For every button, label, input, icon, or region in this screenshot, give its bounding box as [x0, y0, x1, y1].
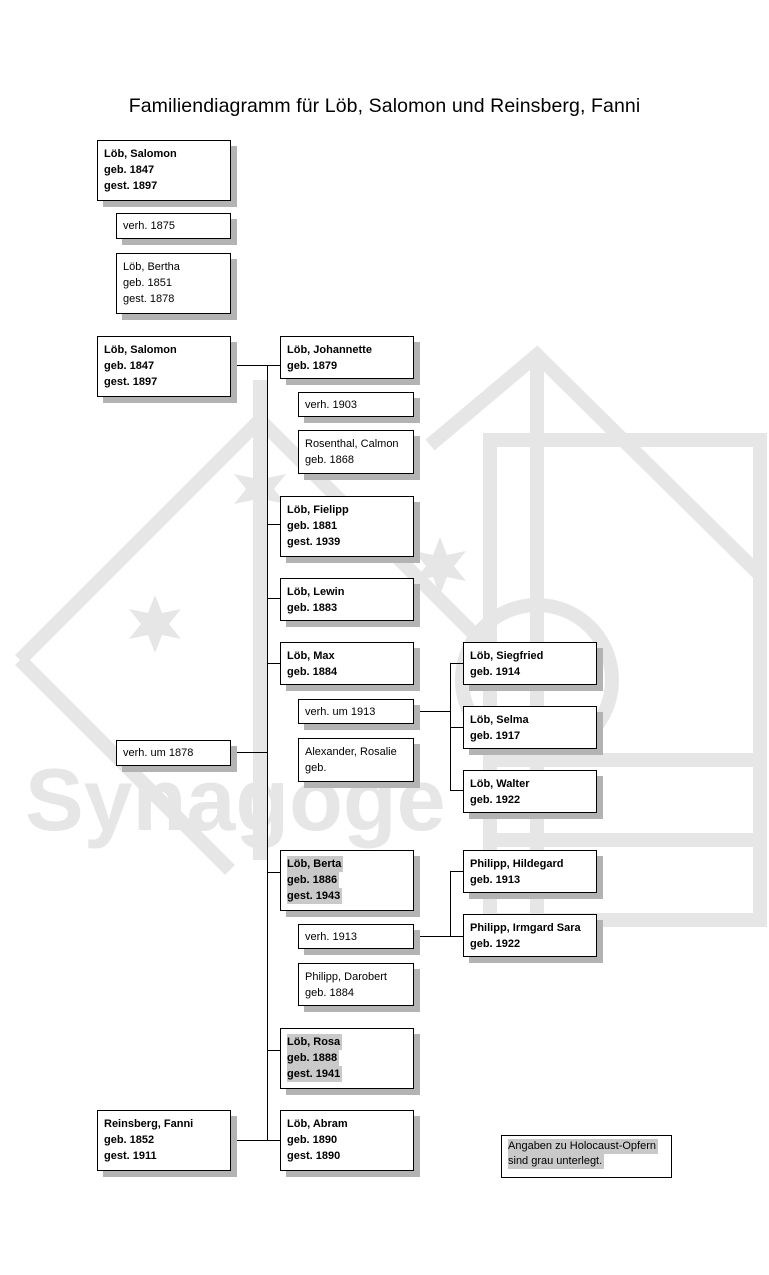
grandchild-box-walter: Löb, Walter geb. 1922	[463, 770, 597, 813]
child-box-fielipp: Löb, Fielipp geb. 1881 gest. 1939	[280, 496, 414, 557]
marriage-box-1875: verh. 1875	[116, 213, 231, 239]
person-name: Philipp, Hildegard	[470, 858, 564, 870]
grandchild-box-siegfried: Löb, Siegfried geb. 1914	[463, 642, 597, 685]
person-death: gest. 1941	[287, 1066, 343, 1082]
grandchild-box-hildegard: Philipp, Hildegard geb. 1913	[463, 850, 597, 893]
person-death: gest. 1890	[287, 1150, 341, 1162]
person-name: Löb, Abram	[287, 1118, 348, 1130]
person-name: Löb, Walter	[470, 778, 530, 790]
person-name: Löb, Berta	[287, 856, 344, 872]
person-death: gest. 1939	[287, 536, 341, 548]
person-birth: geb.	[305, 762, 327, 774]
person-birth: geb. 1868	[305, 454, 354, 466]
person-birth: geb. 1852	[104, 1134, 155, 1146]
person-birth: geb. 1851	[123, 277, 172, 289]
marriage-label: verh. 1913	[305, 931, 357, 943]
person-box-salomon-1: Löb, Salomon geb. 1847 gest. 1897	[97, 140, 231, 201]
diagram-title: Familiendiagramm für Löb, Salomon und Re…	[128, 95, 641, 117]
person-birth: geb. 1847	[104, 360, 155, 372]
person-box-fanni: Reinsberg, Fanni geb. 1852 gest. 1911	[97, 1110, 231, 1171]
person-birth: geb. 1917	[470, 730, 521, 742]
person-name: Löb, Siegfried	[470, 650, 544, 662]
person-death: gest. 1911	[104, 1150, 157, 1162]
person-name: Löb, Fielipp	[287, 504, 349, 516]
person-birth: geb. 1881	[287, 520, 338, 532]
person-death: gest. 1878	[123, 293, 175, 305]
person-birth: geb. 1883	[287, 602, 338, 614]
person-birth: geb. 1886	[287, 872, 340, 888]
spouse-box-bertha: Löb, Bertha geb. 1851 gest. 1878	[116, 253, 231, 314]
child-box-lewin: Löb, Lewin geb. 1883	[280, 578, 414, 621]
person-birth: geb. 1922	[470, 794, 521, 806]
person-name: Löb, Salomon	[104, 148, 177, 160]
person-name: Reinsberg, Fanni	[104, 1118, 194, 1130]
marriage-box-1913-berta: verh. 1913	[298, 924, 414, 949]
child-box-johannette: Löb, Johannette geb. 1879	[280, 336, 414, 379]
watermark-stars	[129, 460, 466, 653]
child-box-abram: Löb, Abram geb. 1890 gest. 1890	[280, 1110, 414, 1171]
marriage-label: verh. um 1878	[123, 747, 194, 759]
person-birth: geb. 1890	[287, 1134, 338, 1146]
star-icon	[414, 537, 466, 595]
person-name: Rosenthal, Calmon	[305, 438, 399, 450]
person-name: Löb, Salomon	[104, 344, 177, 356]
grandchild-box-selma: Löb, Selma geb. 1917	[463, 706, 597, 749]
person-box-salomon-2: Löb, Salomon geb. 1847 gest. 1897	[97, 336, 231, 397]
child-box-max: Löb, Max geb. 1884	[280, 642, 414, 685]
legend-line-2: sind grau unterlegt.	[508, 1154, 605, 1169]
marriage-label: verh. 1903	[305, 399, 357, 411]
person-birth: geb. 1847	[104, 164, 155, 176]
person-name: Löb, Lewin	[287, 586, 345, 598]
child-box-rosa: Löb, Rosa geb. 1888 gest. 1941	[280, 1028, 414, 1089]
person-birth: geb. 1884	[287, 666, 338, 678]
person-death: gest. 1943	[287, 888, 343, 904]
person-birth: geb. 1879	[287, 360, 338, 372]
star-icon	[234, 460, 286, 518]
person-birth: geb. 1914	[470, 666, 521, 678]
spouse-box-rosalie: Alexander, Rosalie geb.	[298, 738, 414, 782]
person-name: Löb, Selma	[470, 714, 529, 726]
person-name: Löb, Bertha	[123, 261, 180, 273]
person-birth: geb. 1888	[287, 1050, 340, 1066]
spouse-box-darobert: Philipp, Darobert geb. 1884	[298, 963, 414, 1006]
legend-line-1: Angaben zu Holocaust-Opfern	[508, 1139, 658, 1154]
person-name: Löb, Max	[287, 650, 335, 662]
person-name: Löb, Johannette	[287, 344, 372, 356]
marriage-label: verh. um 1913	[305, 706, 376, 718]
marriage-box-1913-max: verh. um 1913	[298, 699, 414, 724]
child-box-berta: Löb, Berta geb. 1886 gest. 1943	[280, 850, 414, 911]
marriage-box-1878: verh. um 1878	[116, 740, 231, 766]
marriage-box-1903: verh. 1903	[298, 392, 414, 417]
person-birth: geb. 1913	[470, 874, 521, 886]
person-name: Alexander, Rosalie	[305, 746, 397, 758]
watermark-circle	[455, 598, 619, 762]
person-name: Philipp, Irmgard Sara	[470, 922, 581, 934]
person-death: gest. 1897	[104, 376, 158, 388]
person-birth: geb. 1922	[470, 938, 521, 950]
holocaust-legend-note: Angaben zu Holocaust-Opfern sind grau un…	[501, 1135, 672, 1178]
grandchild-box-irmgard: Philipp, Irmgard Sara geb. 1922	[463, 914, 597, 957]
person-death: gest. 1897	[104, 180, 158, 192]
person-name: Löb, Rosa	[287, 1034, 343, 1050]
person-name: Philipp, Darobert	[305, 971, 387, 983]
star-icon	[129, 595, 181, 653]
person-birth: geb. 1884	[305, 987, 354, 999]
spouse-box-calmon: Rosenthal, Calmon geb. 1868	[298, 430, 414, 474]
marriage-label: verh. 1875	[123, 220, 175, 232]
